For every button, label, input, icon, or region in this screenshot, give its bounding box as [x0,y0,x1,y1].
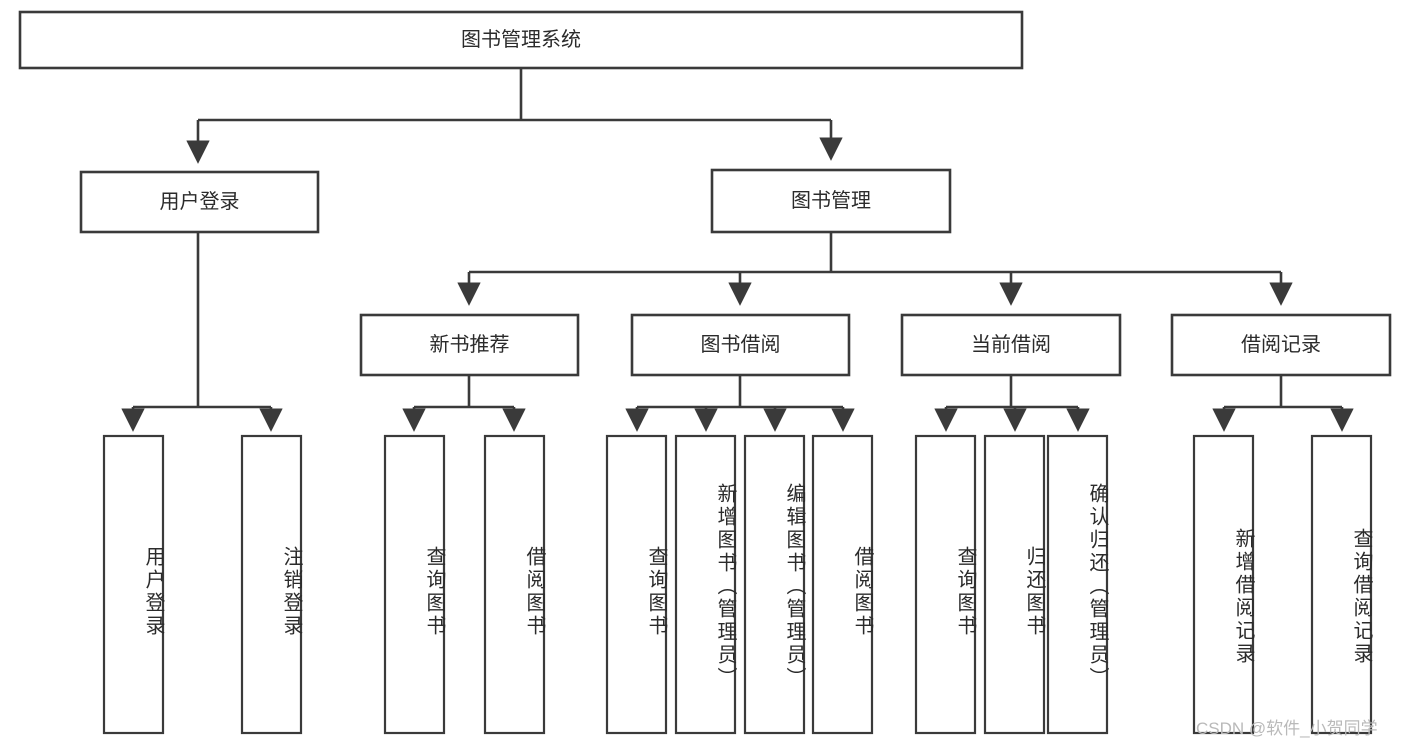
node-new-book-box[interactable] [359,313,580,377]
leaf-box-br-add-record[interactable] [1192,434,1255,735]
leaf-box-br-query-record[interactable] [1310,434,1373,735]
leaf-box-cb-confirm-return[interactable] [1046,434,1109,735]
leaf-box-cb-return-book[interactable] [983,434,1046,735]
node-book-mgmt-box[interactable] [710,168,952,234]
leaf-box-logout[interactable] [240,434,303,735]
leaf-box-bb-query-book[interactable] [605,434,668,735]
leaf-box-nb-borrow-book[interactable] [483,434,546,735]
node-current-borrow-box[interactable] [900,313,1122,377]
node-borrow-record-box[interactable] [1170,313,1392,377]
leaf-box-bb-add-book[interactable] [674,434,737,735]
node-book-borrow-box[interactable] [630,313,851,377]
leaf-box-cb-query-book[interactable] [914,434,977,735]
node-user-login-box[interactable] [79,170,320,234]
leaf-box-nb-query-book[interactable] [383,434,446,735]
node-root-box[interactable] [18,10,1024,70]
leaf-box-user-login[interactable] [102,434,165,735]
leaf-box-bb-edit-book[interactable] [743,434,806,735]
leaf-box-bb-borrow-book[interactable] [811,434,874,735]
